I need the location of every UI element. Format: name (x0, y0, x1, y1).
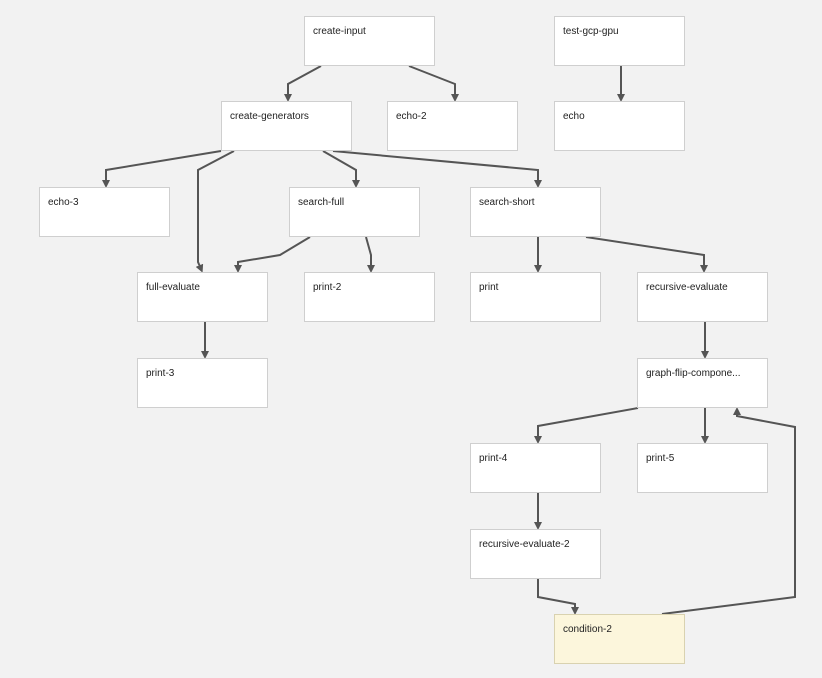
node-label: echo-3 (48, 197, 79, 208)
edge-create-input-to-echo-2 (408, 65, 459, 102)
node-echo[interactable]: echo (554, 101, 685, 151)
node-echo-2[interactable]: echo-2 (387, 101, 518, 151)
node-label: search-short (479, 197, 535, 208)
edge-recursive-evaluate-2-to-condition-2 (537, 579, 579, 615)
node-search-short[interactable]: search-short (470, 187, 601, 237)
node-graph-flip-components[interactable]: graph-flip-compone... (637, 358, 768, 408)
node-label: echo-2 (396, 111, 427, 122)
node-create-generators[interactable]: create-generators (221, 101, 352, 151)
node-test-gcp-gpu[interactable]: test-gcp-gpu (554, 16, 685, 66)
node-label: recursive-evaluate (646, 282, 728, 293)
node-label: echo (563, 111, 585, 122)
node-label: condition-2 (563, 624, 612, 635)
node-label: create-generators (230, 111, 309, 122)
node-label: search-full (298, 197, 345, 208)
edge-condition-2-to-graph-flip-components (661, 407, 796, 615)
edge-graph-flip-components-to-print-4 (534, 407, 639, 444)
node-label: print-2 (313, 282, 342, 293)
node-search-full[interactable]: search-full (289, 187, 420, 237)
node-print-2[interactable]: print-2 (304, 272, 435, 322)
node-label: full-evaluate (146, 282, 200, 293)
node-create-input[interactable]: create-input (304, 16, 435, 66)
node-label: print-3 (146, 368, 175, 379)
edge-search-full-to-full-evaluate (234, 236, 311, 273)
edge-create-generators-to-echo-3 (102, 150, 222, 188)
node-label: recursive-evaluate-2 (479, 539, 570, 550)
edge-search-short-to-recursive-evaluate (585, 236, 708, 273)
node-print-4[interactable]: print-4 (470, 443, 601, 493)
node-print-5[interactable]: print-5 (637, 443, 768, 493)
node-echo-3[interactable]: echo-3 (39, 187, 170, 237)
edge-create-generators-to-search-short (332, 150, 542, 188)
node-label: print-4 (479, 453, 508, 464)
node-label: print (479, 282, 499, 293)
edge-search-full-to-print-2 (365, 236, 375, 273)
edge-create-input-to-create-generators (284, 65, 322, 102)
node-recursive-evaluate-2[interactable]: recursive-evaluate-2 (470, 529, 601, 579)
edge-create-generators-to-full-evaluate (195, 150, 235, 273)
edge-create-generators-to-search-full (322, 150, 360, 188)
node-label: print-5 (646, 453, 675, 464)
node-print[interactable]: print (470, 272, 601, 322)
node-condition-2[interactable]: condition-2 (554, 614, 685, 664)
node-full-evaluate[interactable]: full-evaluate (137, 272, 268, 322)
node-label: test-gcp-gpu (563, 26, 619, 37)
node-recursive-evaluate[interactable]: recursive-evaluate (637, 272, 768, 322)
node-print-3[interactable]: print-3 (137, 358, 268, 408)
node-label: create-input (313, 26, 366, 37)
node-label: graph-flip-compone... (646, 368, 741, 379)
